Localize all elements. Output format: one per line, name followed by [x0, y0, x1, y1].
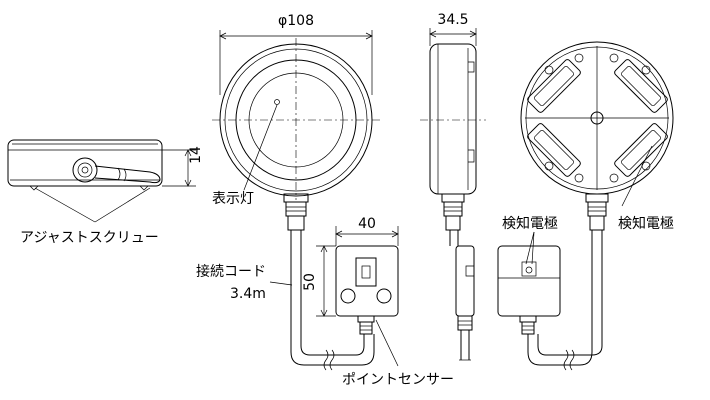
label-point-sensor: ポイントセンサー [342, 372, 454, 388]
dim-sensor-height-50: 50 [302, 273, 318, 291]
electrode-strip-bottom-right [609, 123, 668, 183]
label-cord: 接続コード [196, 263, 266, 280]
label-adjust-screw: アジャストスクリュー [20, 230, 159, 246]
label-indicator-lamp: 表示灯 [212, 191, 254, 207]
electrode-strip-bottom-left [527, 123, 584, 183]
side-profile-view: 34.5 [420, 12, 486, 361]
dim-height-14: 14 [188, 146, 204, 164]
label-cord-length: 3.4m [230, 286, 266, 302]
electrode-strip-top-right [609, 53, 668, 113]
side-view: 14 アジャストスクリュー [7, 139, 204, 246]
dim-depth-34-5: 34.5 [437, 12, 468, 28]
dim-diameter-108: φ108 [278, 13, 314, 29]
dim-sensor-width-40: 40 [358, 216, 376, 232]
front-view: φ108 表示灯 接続コード 3.4m [196, 13, 380, 371]
label-electrode-left: 検知電極 [502, 215, 558, 232]
rear-view: 検知電極 検知電極 [497, 41, 674, 371]
label-electrode-right: 検知電極 [618, 215, 674, 232]
electrode-strip-top-left [527, 53, 584, 113]
point-sensor-view: 40 50 ポイントセンサー [302, 216, 454, 388]
